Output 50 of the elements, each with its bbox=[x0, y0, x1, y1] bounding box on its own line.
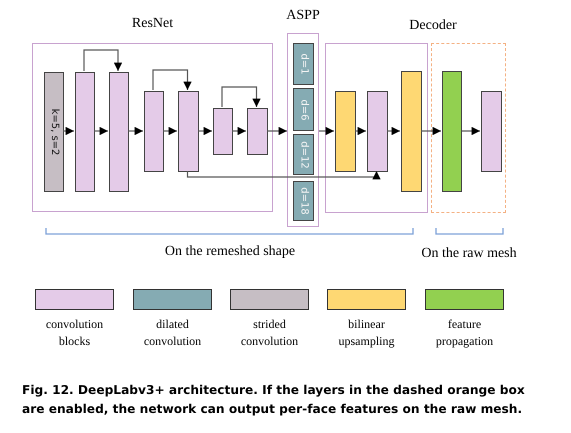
strided-conv-block bbox=[44, 72, 64, 192]
upsampling-block bbox=[401, 71, 422, 192]
arrow bbox=[319, 126, 334, 136]
arrow bbox=[355, 126, 366, 136]
bracket-label: On the remeshed shape bbox=[164, 244, 296, 260]
section-title: Decoder bbox=[409, 18, 457, 34]
conv-block bbox=[144, 91, 164, 172]
dilated-conv-block bbox=[293, 43, 314, 85]
arrow bbox=[152, 69, 192, 90]
conv-block bbox=[367, 91, 388, 172]
conv-block bbox=[75, 72, 95, 192]
figure-caption: Fig. 12. DeepLabv3+ architecture. If the layers in the dashed orange box are enabled, the network can output per-face features on the raw mesh. bbox=[22, 382, 526, 418]
dilated-conv-block bbox=[293, 181, 314, 221]
dilated-conv-block bbox=[293, 88, 314, 131]
arrow bbox=[461, 126, 480, 136]
arrow bbox=[94, 126, 108, 136]
conv-block bbox=[178, 91, 199, 172]
block-label: d=18 bbox=[298, 187, 308, 215]
section-title: ASPP bbox=[285, 8, 321, 24]
arrow bbox=[186, 171, 381, 180]
legend-label: dilated convolution bbox=[142, 316, 202, 350]
bracket-label: On the raw mesh bbox=[421, 246, 517, 262]
upsampling-block bbox=[335, 91, 356, 172]
block-label: d=12 bbox=[298, 140, 308, 168]
arrow bbox=[198, 126, 212, 136]
legend-label: bilinear upsampling bbox=[338, 316, 396, 350]
arrow bbox=[163, 126, 177, 136]
arrow bbox=[267, 126, 287, 136]
legend-label: feature propagation bbox=[434, 316, 494, 350]
feature-propagation-block bbox=[442, 71, 462, 192]
arrow bbox=[232, 126, 246, 136]
conv-block bbox=[109, 72, 129, 192]
block-label: d=1 bbox=[298, 53, 308, 75]
arrow bbox=[421, 126, 441, 136]
arrow bbox=[83, 49, 122, 71]
dilated-conv-block bbox=[293, 134, 314, 175]
arrow bbox=[128, 126, 143, 136]
arrow bbox=[221, 86, 261, 107]
conv-block bbox=[213, 108, 233, 155]
dashed-frame bbox=[431, 43, 506, 213]
section-title: ResNet bbox=[130, 16, 174, 32]
conv-block bbox=[481, 91, 502, 172]
group-frame bbox=[325, 43, 428, 213]
legend-label: convolution blocks bbox=[44, 316, 104, 350]
block-label: d=6 bbox=[298, 98, 308, 120]
legend-label: strided convolution bbox=[240, 316, 300, 350]
arrow bbox=[387, 126, 400, 136]
conv-block bbox=[247, 108, 268, 155]
block-label: k=5, s=2 bbox=[49, 108, 59, 156]
arrow bbox=[63, 126, 74, 136]
